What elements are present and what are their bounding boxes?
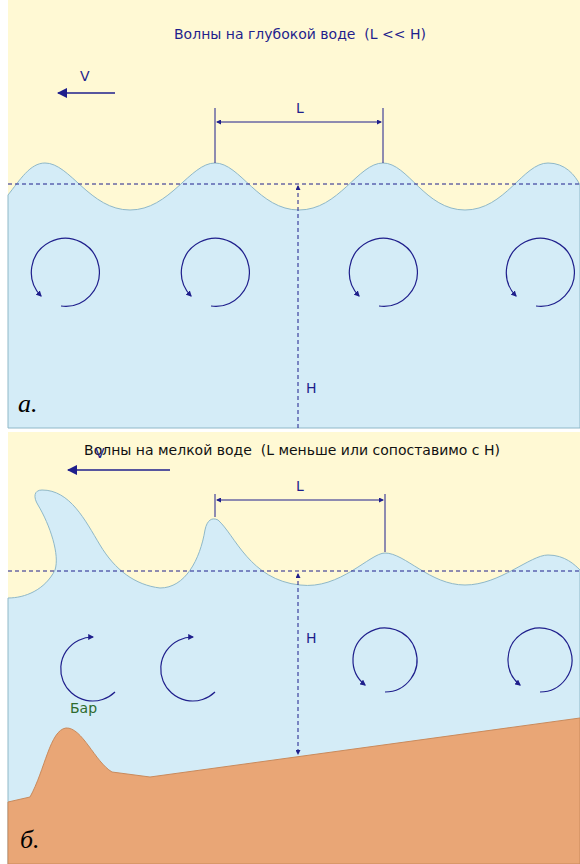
still-water-line <box>8 184 580 185</box>
wavelength-label: L <box>296 100 304 117</box>
panel-letter: б. <box>20 824 40 855</box>
dimension-tick <box>385 494 386 552</box>
panel-title: Волны на глубокой воде (L << H) <box>174 26 426 43</box>
wavelength-arrow <box>217 500 383 501</box>
orbit-circles <box>31 238 574 306</box>
velocity-arrow <box>58 92 115 94</box>
depth-arrow <box>298 186 299 428</box>
dimension-tick <box>383 108 384 163</box>
dimension-tick <box>215 494 216 517</box>
bar-label: Бар <box>70 700 97 717</box>
dimension-tick <box>215 108 216 163</box>
wavelength-label: L <box>296 478 304 495</box>
shallow-water <box>8 490 580 864</box>
panel-letter: а. <box>18 388 38 419</box>
depth-label: H <box>306 630 317 647</box>
depth-label: H <box>306 380 317 397</box>
depth-arrow <box>298 574 299 754</box>
wavelength-arrow <box>217 122 381 123</box>
sky-ground <box>8 0 580 428</box>
panel-title: Волны на мелкой воде (L меньше или сопос… <box>84 442 500 459</box>
sky-ground <box>8 432 580 864</box>
still-water-line <box>8 571 580 572</box>
velocity-label: V <box>95 445 105 462</box>
deep-water <box>8 163 580 428</box>
sea-bed <box>8 718 580 864</box>
orbit-circles <box>61 628 572 701</box>
velocity-arrow <box>68 469 170 471</box>
velocity-label: V <box>80 68 90 85</box>
